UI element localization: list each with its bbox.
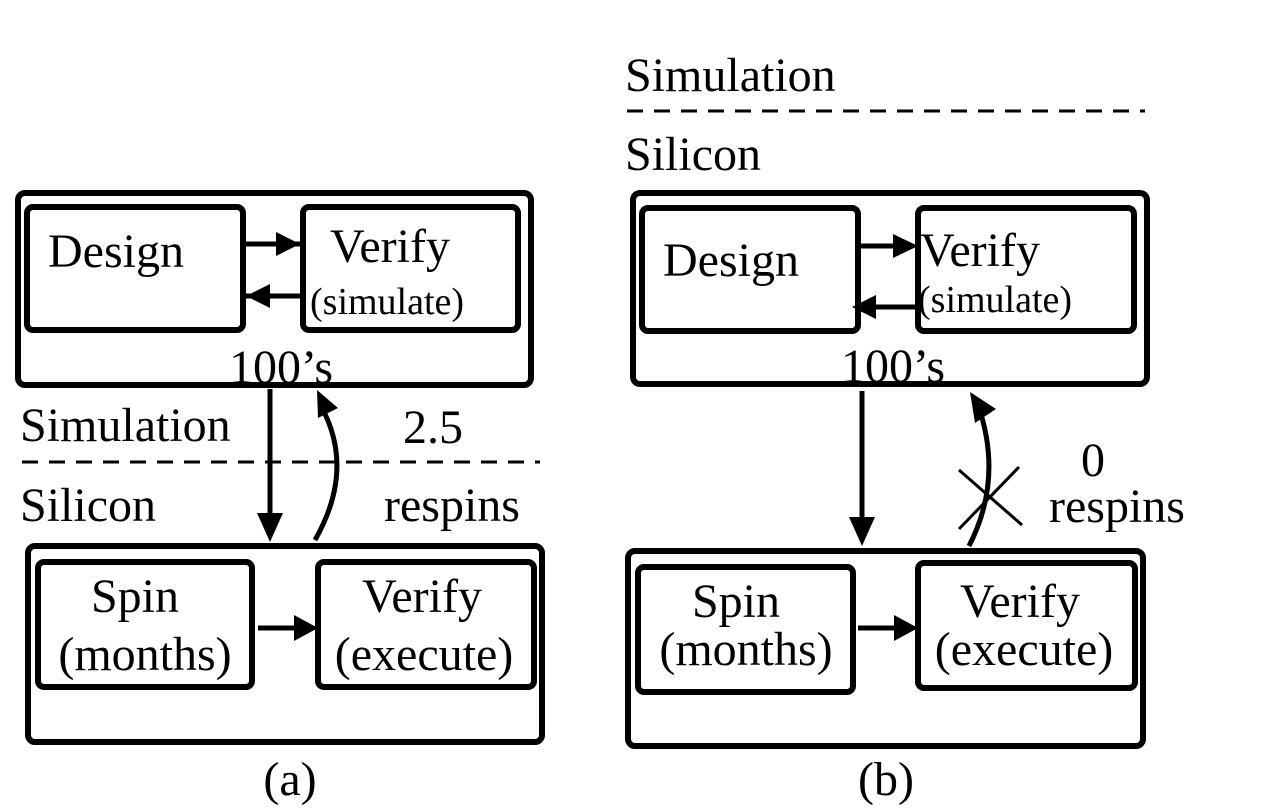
design-box bbox=[24, 204, 246, 333]
simulate-label: (simulate) bbox=[310, 281, 464, 323]
simulation-block bbox=[15, 190, 534, 388]
arrowhead-icon bbox=[257, 513, 283, 542]
spin-box bbox=[635, 564, 856, 695]
respin-arrow bbox=[966, 407, 992, 548]
simulate-label: (simulate) bbox=[918, 279, 1072, 321]
verify-label: Verify bbox=[362, 570, 482, 623]
arrowhead-icon bbox=[970, 392, 996, 423]
verify-execute-box bbox=[915, 560, 1138, 691]
spin-label: Spin bbox=[91, 570, 179, 623]
arrowhead-icon bbox=[317, 390, 338, 418]
panel-a: Design Verify (simulate) 100’s Simulatio… bbox=[15, 190, 545, 806]
verify-label: Verify bbox=[330, 220, 450, 273]
silicon-block bbox=[25, 543, 545, 745]
simulation-label: Simulation bbox=[20, 399, 231, 452]
respin-arrow bbox=[312, 406, 340, 542]
respin-label: respins bbox=[1049, 480, 1185, 533]
arrowhead-icon bbox=[894, 615, 918, 641]
verify-label: Verify bbox=[920, 224, 1040, 277]
simulation-block bbox=[630, 190, 1150, 387]
design-label: Design bbox=[663, 234, 799, 287]
panel-caption: (b) bbox=[858, 753, 914, 806]
months-label: (months) bbox=[659, 623, 832, 676]
verify-label: Verify bbox=[960, 575, 1080, 628]
verify-simulate-box bbox=[300, 204, 521, 333]
verify-simulate-box bbox=[915, 205, 1137, 334]
simulation-label: Simulation bbox=[625, 49, 836, 102]
arrowhead-icon bbox=[852, 295, 876, 319]
silicon-block bbox=[625, 548, 1146, 749]
spin-box bbox=[35, 559, 255, 690]
design-label: Design bbox=[48, 225, 184, 278]
arrowhead-icon bbox=[276, 232, 300, 256]
design-box bbox=[639, 205, 861, 334]
arrowhead-icon bbox=[294, 615, 318, 641]
arrowhead-icon bbox=[246, 284, 270, 308]
panel-b: Simulation Silicon Design Verify (simula… bbox=[625, 49, 1185, 806]
spin-label: Spin bbox=[692, 575, 780, 628]
execute-label: (execute) bbox=[935, 623, 1114, 676]
silicon-label: Silicon bbox=[625, 128, 761, 181]
months-label: (months) bbox=[58, 628, 231, 681]
iteration-count: 100’s bbox=[229, 341, 333, 394]
panel-caption: (a) bbox=[263, 753, 316, 806]
arrowhead-icon bbox=[893, 234, 918, 258]
respin-count: 2.5 bbox=[403, 401, 463, 454]
verify-execute-box bbox=[315, 559, 537, 690]
execute-label: (execute) bbox=[335, 628, 514, 681]
iteration-count: 100’s bbox=[841, 340, 945, 393]
arrowhead-icon bbox=[849, 517, 875, 546]
silicon-label: Silicon bbox=[20, 479, 156, 532]
respin-count: 0 bbox=[1081, 434, 1105, 487]
cross-out-icon bbox=[957, 465, 1021, 531]
respin-label: respins bbox=[384, 479, 520, 532]
